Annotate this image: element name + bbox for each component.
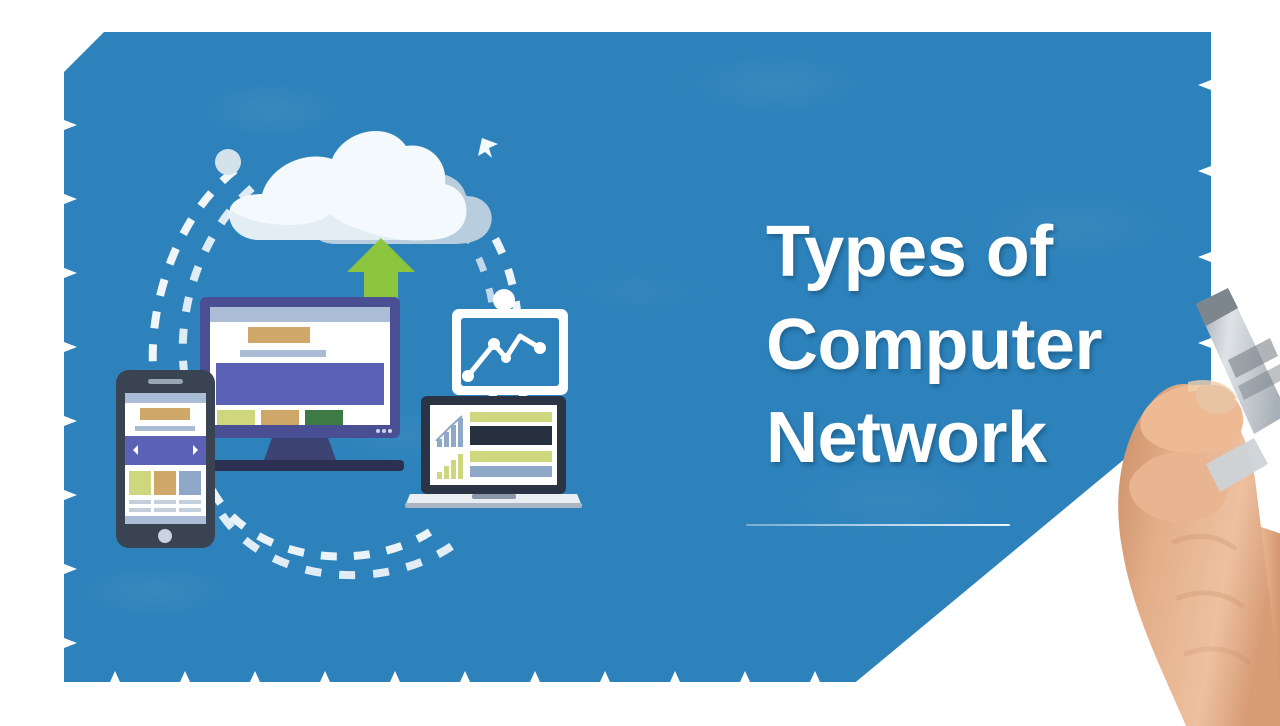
smartphone-icon bbox=[116, 370, 215, 548]
marker-pen-icon bbox=[1196, 288, 1280, 434]
cloud-front-shadow bbox=[230, 210, 428, 241]
laptop-bar-chart-top bbox=[435, 415, 463, 447]
title-line-3: Network bbox=[766, 398, 1047, 478]
title-underline bbox=[746, 524, 1010, 526]
slide-title: Types of Computer Network bbox=[766, 206, 1186, 485]
orbit-dash-bottom-inner bbox=[218, 512, 455, 580]
cloud-front-icon bbox=[229, 130, 467, 240]
hand-holding-marker bbox=[1078, 286, 1280, 726]
knuckle-crease-1 bbox=[1171, 533, 1237, 551]
cloud-network-illustration bbox=[100, 60, 620, 580]
title-line-1: Types of bbox=[766, 212, 1053, 292]
knuckle-crease-2 bbox=[1175, 590, 1245, 609]
orbit-dash-right-inner bbox=[437, 205, 499, 391]
satellite-node-icon bbox=[215, 149, 241, 175]
cursor-arrow-icon bbox=[478, 138, 498, 158]
fingernail bbox=[1195, 384, 1236, 414]
desktop-monitor-icon bbox=[196, 297, 404, 471]
orbit-dash-bottom-outer bbox=[208, 488, 433, 561]
upload-arrow-icon bbox=[347, 238, 415, 313]
laptop-icon bbox=[405, 396, 582, 508]
knuckle-crease-3 bbox=[1183, 646, 1251, 665]
thumb bbox=[1129, 451, 1227, 522]
marker-shaft-lower bbox=[1206, 438, 1268, 492]
title-line-2: Computer bbox=[766, 305, 1103, 385]
laptop-bar-chart-bottom bbox=[437, 454, 463, 479]
